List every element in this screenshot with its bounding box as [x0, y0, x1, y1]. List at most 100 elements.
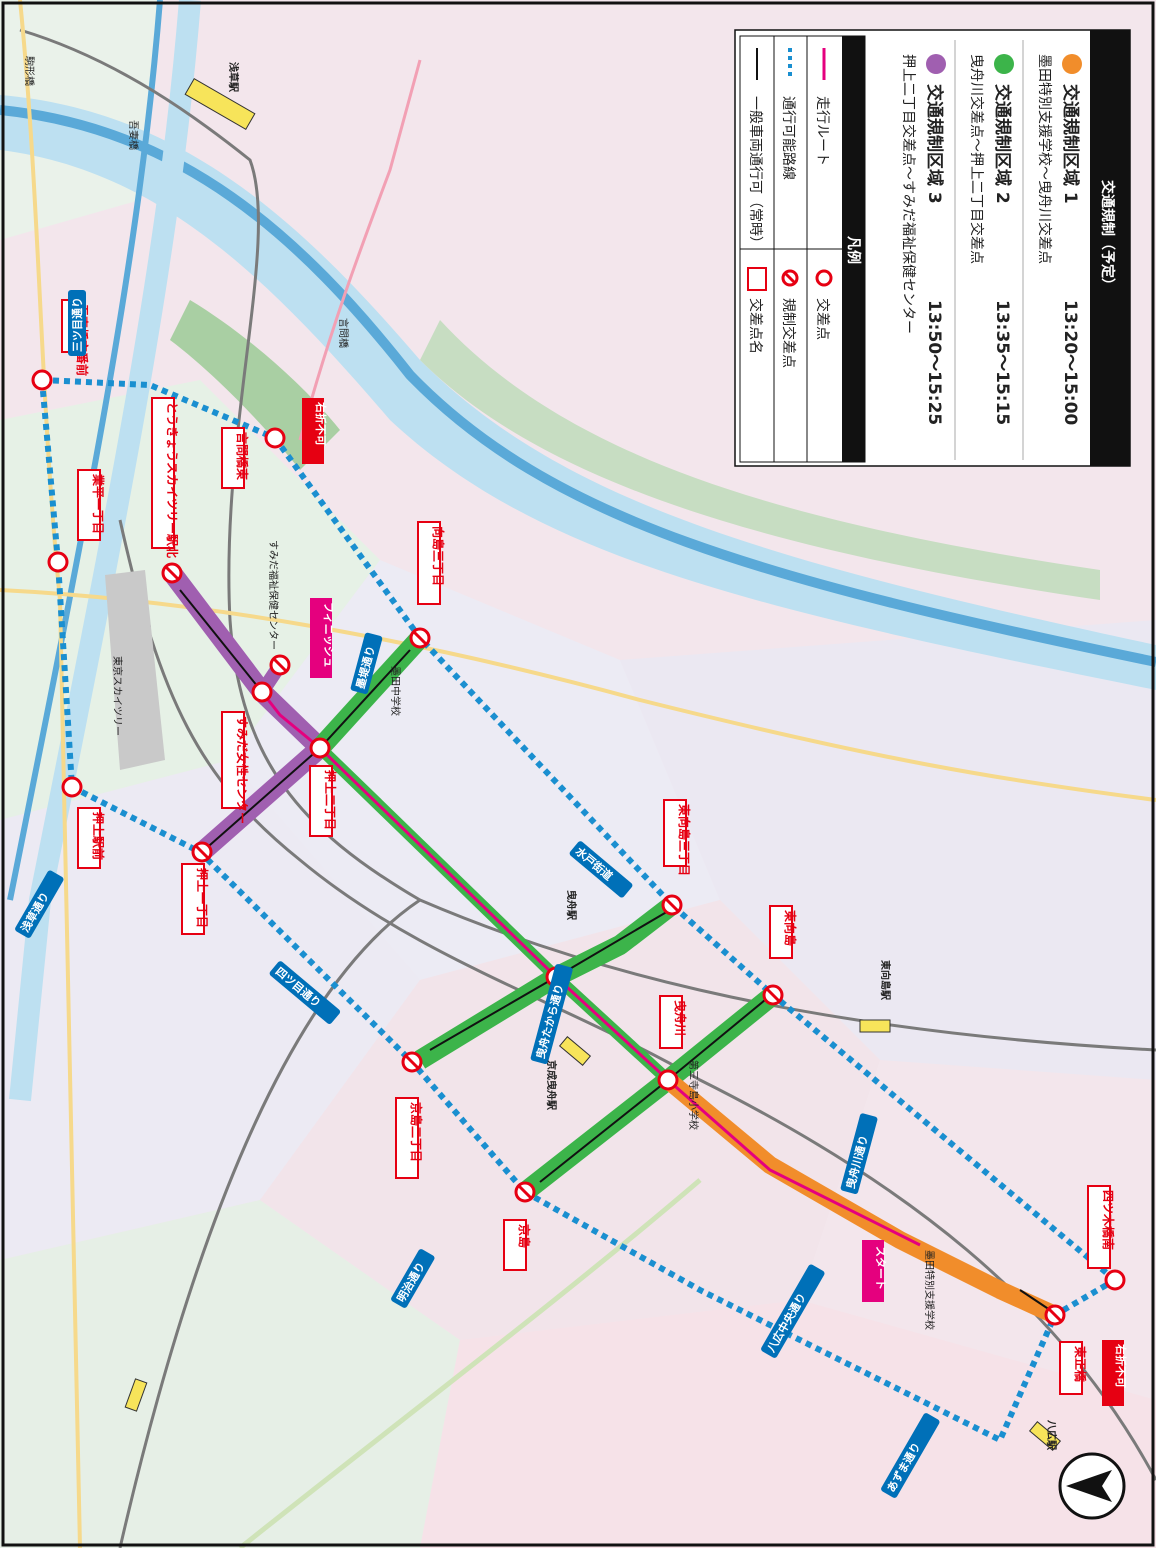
controlled-marker — [661, 894, 683, 916]
zone-2-name: 交通規制区域 2 — [992, 84, 1013, 204]
zone-1-swatch — [1062, 54, 1082, 74]
key-intersection: 交差点 — [814, 269, 833, 340]
street-name: 三ツ目通り — [71, 297, 84, 352]
controlled-marker — [401, 1051, 423, 1073]
controlled-marker — [161, 562, 183, 584]
intersection-name: 四ツ木橋南 — [1101, 1190, 1116, 1250]
place-name: 八広駅 — [1045, 1419, 1058, 1451]
key-intersection-label: 交差点 — [814, 298, 831, 340]
no-right-turn-tag: 右折不可 — [1102, 1340, 1128, 1406]
no-right-turn-label: 右折不可 — [1114, 1343, 1128, 1388]
zone-1-desc: 墨田特別支援学校〜曳舟川交差点 — [1036, 54, 1053, 264]
park — [170, 300, 340, 470]
name-swatch — [747, 267, 767, 291]
intersection-name: 押上一丁目 — [195, 868, 210, 928]
canal-edge — [7, 0, 163, 901]
canal — [9, 0, 201, 1102]
zone-3-desc: 押上二丁目交差点〜すみだ福祉保健センター — [900, 54, 917, 334]
intersection-name: 曳舟川 — [673, 1000, 688, 1036]
key-general-label: 一般車両通行可（常時） — [747, 96, 764, 250]
land-patch — [0, 760, 420, 1260]
intersection-name: 押上二丁目 — [323, 770, 338, 830]
place-name: 曳舟駅 — [565, 890, 578, 921]
place-name: 東京スカイツリー — [111, 656, 124, 736]
zone-3-time: 13:50〜15:25 — [924, 300, 944, 425]
controlled-marker — [269, 654, 291, 676]
legend-key-title: 凡例 — [845, 236, 862, 264]
controlled-marker — [409, 627, 431, 649]
place-name: 吾妻橋 — [127, 120, 140, 150]
place-name: 駒形橋 — [23, 56, 36, 86]
key-name: 交差点名 — [747, 267, 767, 354]
north-arrow-icon — [1058, 1452, 1126, 1520]
legend-zone-3: 交通規制区域 3 13:50〜15:25 押上二丁目交差点〜すみだ福祉保健センタ… — [900, 54, 946, 425]
legend-key-title-bar — [842, 36, 865, 462]
start-label: スタート — [874, 1246, 887, 1290]
no-right-turn-label: 右折不可 — [314, 401, 328, 446]
key-name-label: 交差点名 — [747, 298, 764, 354]
place-name: すみだ福祉保健センター — [267, 540, 280, 650]
key-controlled-label: 規制交差点 — [780, 298, 797, 368]
land-patch — [420, 1300, 1156, 1548]
key-route: 走行ルート — [814, 48, 830, 166]
road-pink — [298, 59, 422, 441]
controlled-marker — [514, 1181, 536, 1203]
legend-zone-2: 交通規制区域 2 13:35〜15:15 曳舟川交差点〜押上二丁目交差点 — [968, 54, 1014, 425]
legend-title-bar — [1090, 30, 1130, 466]
intersection-name: 京島 — [517, 1224, 532, 1248]
zone1-route — [662, 1073, 1059, 1324]
key-passable: 通行可能路線 — [780, 48, 796, 180]
intersection-name: 東向島三丁目 — [677, 804, 692, 876]
place-name: 墨田特別支援学校 — [923, 1250, 936, 1330]
finish-label: フィニッシュ — [322, 602, 335, 668]
intersection-name: 業平一丁目 — [91, 473, 106, 534]
zone-3-name: 交通規制区域 3 — [924, 84, 945, 204]
zone-2-swatch — [994, 54, 1014, 74]
intersection-name: 東正橋 — [1073, 1346, 1088, 1383]
no-right-turn-tag: 右折不可 — [302, 398, 328, 464]
intersection-marker — [309, 737, 331, 759]
intersection-marker — [31, 369, 53, 391]
controlled-marker — [762, 984, 784, 1006]
intersection-marker — [1104, 1269, 1126, 1291]
intersection-name: とうきょうスカイツリー駅北 — [165, 402, 180, 558]
place-name: 浅草駅 — [227, 62, 240, 93]
place-name: 第三寺島小学校 — [687, 1060, 700, 1130]
intersection-marker — [47, 551, 69, 573]
controlled-swatch — [781, 269, 799, 287]
passable-roads — [39, 377, 1117, 1445]
land-patch — [0, 1200, 460, 1548]
legend-title: 交通規制（予定） — [1099, 180, 1116, 292]
finish-tag: フィニッシュ — [310, 598, 335, 678]
place-name: 京成曳舟駅 — [545, 1060, 558, 1111]
place-name: 墨田中学校 — [389, 666, 402, 716]
place-name: 言問橋 — [337, 318, 350, 348]
railway — [118, 898, 421, 1548]
key-route-label: 走行ルート — [814, 96, 830, 166]
key-general: 一般車両通行可（常時） — [747, 48, 764, 250]
controlled-marker — [191, 841, 213, 863]
intersection-swatch — [815, 269, 833, 287]
intersection-name: 京島二丁目 — [409, 1102, 424, 1162]
railway — [118, 519, 1156, 1481]
zone-1-name: 交通規制区域 1 — [1060, 84, 1081, 204]
intersection-name: 押上駅前 — [91, 812, 106, 860]
intersection-name: すみだ女性センター — [235, 716, 250, 824]
land-patch — [620, 620, 1156, 1080]
zone-2-time: 13:35〜15:15 — [992, 300, 1012, 425]
place-name: 東向島駅 — [879, 960, 892, 1001]
key-controlled: 規制交差点 — [780, 269, 799, 368]
key-passable-label: 通行可能路線 — [780, 96, 796, 180]
park — [420, 320, 1100, 600]
place-labels: 浅草駅 駒形橋 吾妻橋 言問橋 東京スカイツリー 墨田中学校 曳舟駅 京成曳舟駅… — [23, 56, 1058, 1451]
controlled-intersections — [161, 562, 1066, 1326]
zone-2-desc: 曳舟川交差点〜押上二丁目交差点 — [968, 54, 985, 264]
zone-1-time: 13:20〜15:00 — [1060, 300, 1080, 425]
intersection-marker — [264, 427, 286, 449]
skytree-block — [105, 570, 165, 770]
controlled-marker — [1044, 1304, 1066, 1326]
intersection-name: 東向島 — [783, 910, 798, 946]
intersection-name: 向島三丁目 — [431, 526, 446, 586]
intersection-marker — [61, 776, 83, 798]
